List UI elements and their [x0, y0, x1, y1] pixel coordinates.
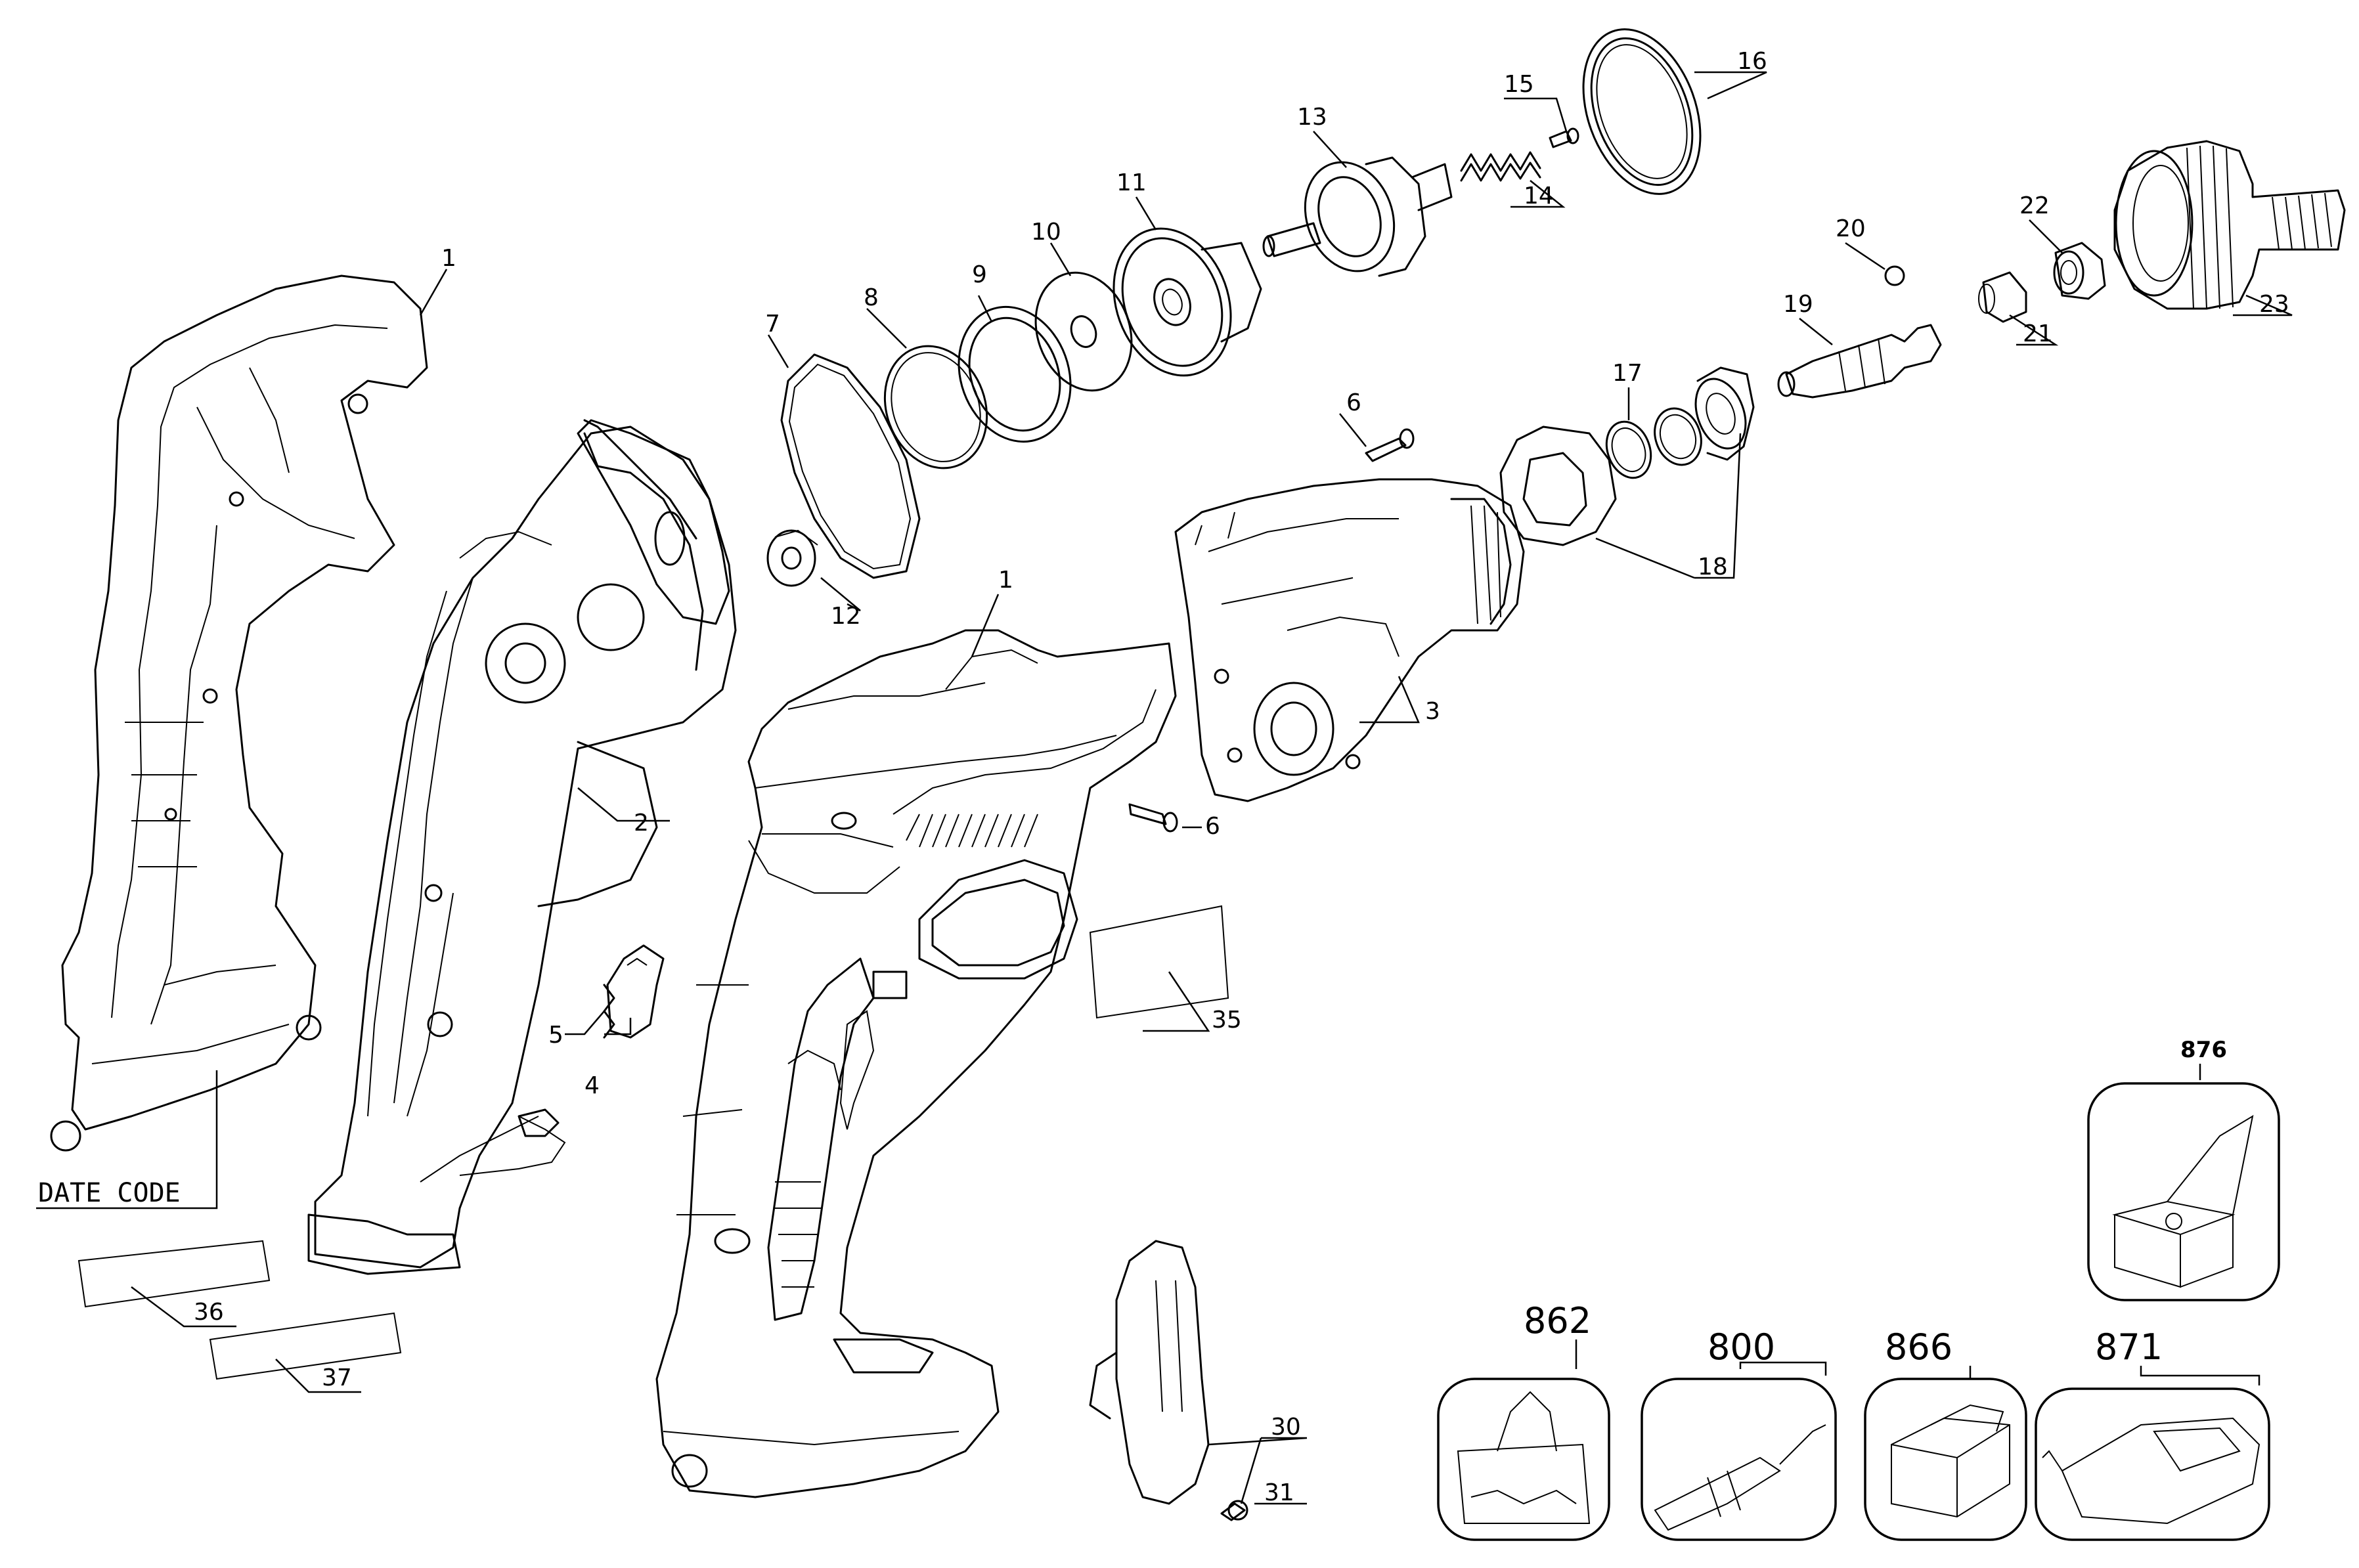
accessory-866-frame [1864, 1378, 2027, 1541]
callout-13: 13 [1297, 104, 1327, 131]
callout-21: 21 [2023, 320, 2053, 347]
callout-16: 16 [1737, 48, 1767, 75]
gear-11 [1113, 227, 1262, 377]
bushing-12 [766, 529, 818, 587]
callout-11: 11 [1116, 169, 1147, 196]
gear-case [1174, 478, 1525, 802]
right-housing-half [655, 629, 1177, 1498]
accessory-876-frame [2087, 1082, 2280, 1301]
accessory-871-frame [2035, 1387, 2270, 1541]
callout-871: 871 [2095, 1326, 2163, 1368]
accessory-800-attachment [1641, 1378, 1837, 1541]
collar-18 [1694, 366, 1755, 461]
callout-22: 22 [2019, 192, 2050, 219]
spring-14 [1460, 151, 1541, 182]
accessory-876-kit-box [2087, 1082, 2280, 1301]
callout-6-side: 6 [1205, 813, 1220, 840]
callout-5: 5 [548, 1022, 563, 1049]
callout-4: 4 [584, 1072, 600, 1099]
callout-876: 876 [2180, 1037, 2227, 1063]
accessory-862-bag [1437, 1378, 1610, 1541]
washer-10 [1034, 271, 1133, 392]
label-plate-35 [1089, 905, 1229, 1019]
callout-36: 36 [194, 1299, 224, 1326]
nut-18 [1499, 425, 1617, 546]
accessory-871-charger [2035, 1387, 2270, 1541]
accessory-866-battery [1864, 1378, 2027, 1541]
callout-37: 37 [322, 1364, 352, 1391]
callout-12: 12 [831, 603, 861, 630]
date-code-label: DATE CODE [38, 1178, 181, 1208]
callout-35: 35 [1212, 1007, 1242, 1034]
belt-clip-30 [1089, 1240, 1210, 1505]
callout-8: 8 [864, 284, 879, 311]
callout-18: 18 [1698, 554, 1728, 580]
callout-19: 19 [1783, 291, 1813, 318]
pin-15 [1549, 127, 1579, 148]
leader-lines [36, 71, 2293, 1505]
callout-14: 14 [1524, 183, 1554, 209]
callout-23: 23 [2259, 291, 2289, 318]
callout-17: 17 [1612, 360, 1642, 387]
callout-31: 31 [1264, 1479, 1294, 1506]
spindle-13 [1262, 156, 1453, 277]
ring-18-small [1654, 407, 1702, 466]
bearing-22 [2053, 242, 2106, 300]
labels-36-37 [77, 1240, 402, 1380]
motor-switch-assembly [307, 419, 737, 1275]
callout-labels: 1 1 2 3 4 5 6 6 7 8 9 10 11 12 13 14 15 … [38, 48, 2289, 1506]
callout-7: 7 [765, 311, 780, 338]
gasket-7 [780, 353, 921, 579]
callout-9: 9 [972, 261, 987, 288]
bearing-9 [958, 305, 1072, 443]
spindle-19 [1777, 324, 1942, 399]
switch-parts-4-5 [603, 944, 665, 1039]
ring-17 [1605, 420, 1652, 479]
callout-10: 10 [1031, 219, 1061, 246]
callout-20: 20 [1836, 215, 1866, 242]
callout-862: 862 [1524, 1300, 1591, 1341]
ball-20 [1884, 265, 1905, 286]
motor-end-plate [577, 419, 730, 625]
nosecone-23 [2113, 140, 2346, 310]
callout-1-left-housing: 1 [441, 245, 456, 272]
left-housing-half [50, 274, 428, 1152]
sleeve-21 [1978, 271, 2027, 323]
callout-6-top: 6 [1346, 389, 1361, 416]
callout-15: 15 [1504, 71, 1534, 98]
screw-31 [1220, 1500, 1248, 1521]
callout-800: 800 [1708, 1326, 1775, 1368]
accessory-862-frame [1437, 1378, 1610, 1541]
screw-6-top [1365, 428, 1415, 462]
ring-16 [1582, 28, 1702, 195]
callout-2: 2 [634, 810, 649, 837]
callout-1-right-housing: 1 [998, 567, 1013, 594]
screw-6-side [1128, 803, 1178, 833]
motor-connector [518, 1108, 560, 1137]
callout-3: 3 [1425, 698, 1440, 725]
accessory-800-frame [1641, 1378, 1837, 1541]
callout-30: 30 [1271, 1414, 1301, 1441]
callout-866: 866 [1885, 1326, 1952, 1368]
